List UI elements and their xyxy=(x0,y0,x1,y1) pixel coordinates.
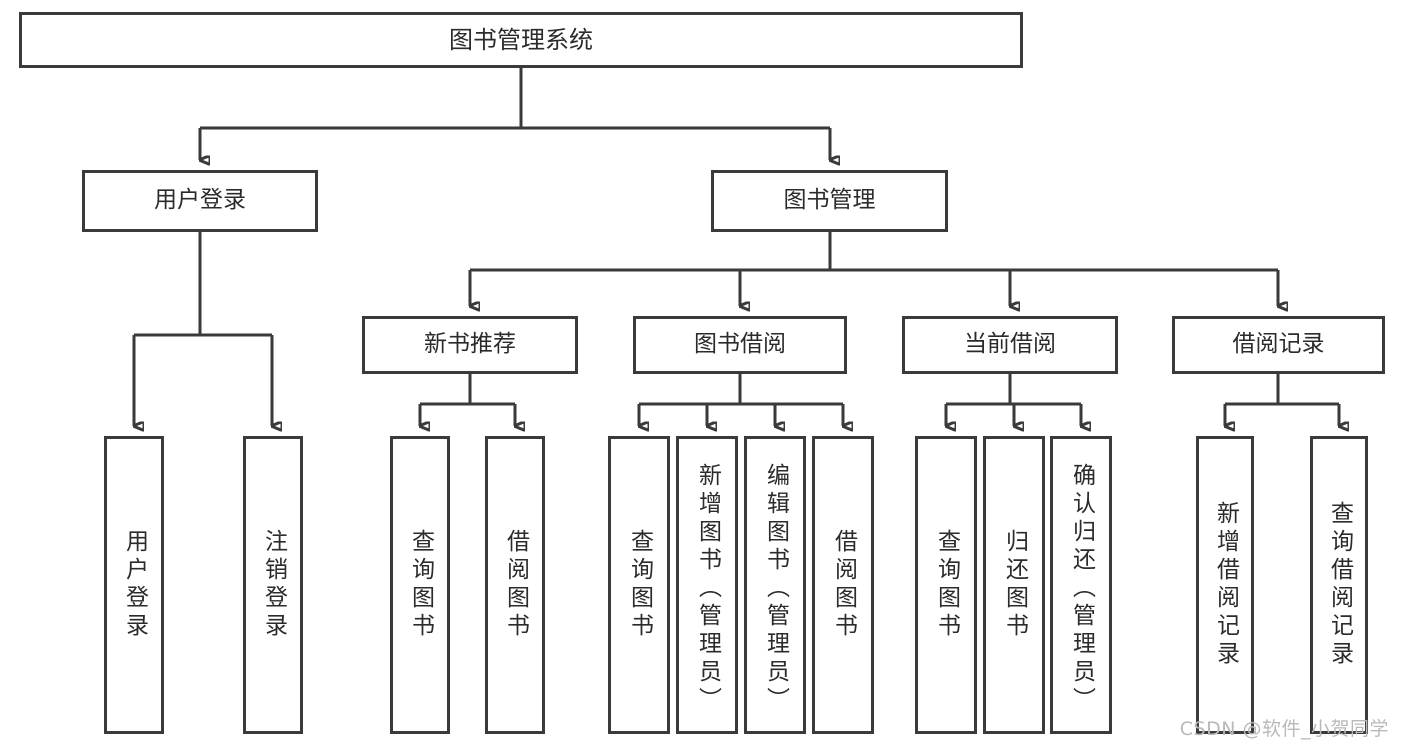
node-leaf-confirm-return-admin[interactable]: 确认归还（管理员） xyxy=(1050,436,1112,734)
node-label: 确认归还（管理员） xyxy=(1068,463,1095,715)
node-user-login[interactable]: 用户登录 xyxy=(82,170,318,232)
edge-newbookrecommend-to-leaves xyxy=(418,374,515,426)
node-leaf-edit-book-admin[interactable]: 编辑图书（管理员） xyxy=(744,436,806,734)
edge-userlogin-to-leaves xyxy=(132,232,272,426)
node-book-management[interactable]: 图书管理 xyxy=(711,170,948,232)
node-label: 归还图书 xyxy=(1001,529,1028,641)
node-label: 查询借阅记录 xyxy=(1326,501,1353,669)
node-label: 用户登录 xyxy=(154,187,246,214)
node-leaf-query-book-current[interactable]: 查询图书 xyxy=(915,436,977,734)
node-label: 图书借阅 xyxy=(694,331,786,358)
edge-bookmanagement-to-level2 xyxy=(468,232,1278,306)
node-label: 查询图书 xyxy=(933,529,960,641)
edge-root-to-level1 xyxy=(198,68,830,160)
node-label: 用户登录 xyxy=(121,529,148,641)
edge-currentborrow-to-leaves xyxy=(944,374,1081,426)
node-label: 查询图书 xyxy=(626,529,653,641)
node-root-system[interactable]: 图书管理系统 xyxy=(19,12,1023,68)
node-label: 借阅图书 xyxy=(830,529,857,641)
edge-bookborrow-to-leaves xyxy=(637,374,843,426)
node-label: 新增借阅记录 xyxy=(1212,501,1239,669)
edge-borrowrecord-to-leaves xyxy=(1223,374,1339,426)
node-label: 新增图书（管理员） xyxy=(694,463,721,715)
node-label: 借阅记录 xyxy=(1232,331,1325,358)
node-leaf-borrow-book-recommend[interactable]: 借阅图书 xyxy=(485,436,545,734)
node-leaf-borrow-book[interactable]: 借阅图书 xyxy=(812,436,874,734)
node-label: 新书推荐 xyxy=(424,331,516,358)
node-label: 当前借阅 xyxy=(964,331,1056,358)
node-leaf-query-book-recommend[interactable]: 查询图书 xyxy=(390,436,450,734)
node-label: 编辑图书（管理员） xyxy=(762,463,789,715)
node-leaf-add-book-admin[interactable]: 新增图书（管理员） xyxy=(676,436,738,734)
node-book-borrow[interactable]: 图书借阅 xyxy=(633,316,847,374)
node-borrow-record[interactable]: 借阅记录 xyxy=(1172,316,1385,374)
node-label: 图书管理 xyxy=(783,187,876,214)
node-leaf-add-borrow-record[interactable]: 新增借阅记录 xyxy=(1196,436,1254,734)
node-label: 图书管理系统 xyxy=(449,25,593,54)
node-leaf-user-login[interactable]: 用户登录 xyxy=(104,436,164,734)
node-label: 注销登录 xyxy=(260,529,287,641)
node-leaf-query-book-borrow[interactable]: 查询图书 xyxy=(608,436,670,734)
node-leaf-return-book[interactable]: 归还图书 xyxy=(983,436,1045,734)
node-leaf-query-borrow-record[interactable]: 查询借阅记录 xyxy=(1310,436,1368,734)
node-label: 查询图书 xyxy=(407,529,434,641)
node-leaf-logout[interactable]: 注销登录 xyxy=(243,436,303,734)
node-current-borrow[interactable]: 当前借阅 xyxy=(902,316,1118,374)
watermark-text: CSDN @软件_小贺同学 xyxy=(1179,718,1389,740)
node-label: 借阅图书 xyxy=(502,529,529,641)
node-new-book-recommend[interactable]: 新书推荐 xyxy=(362,316,578,374)
